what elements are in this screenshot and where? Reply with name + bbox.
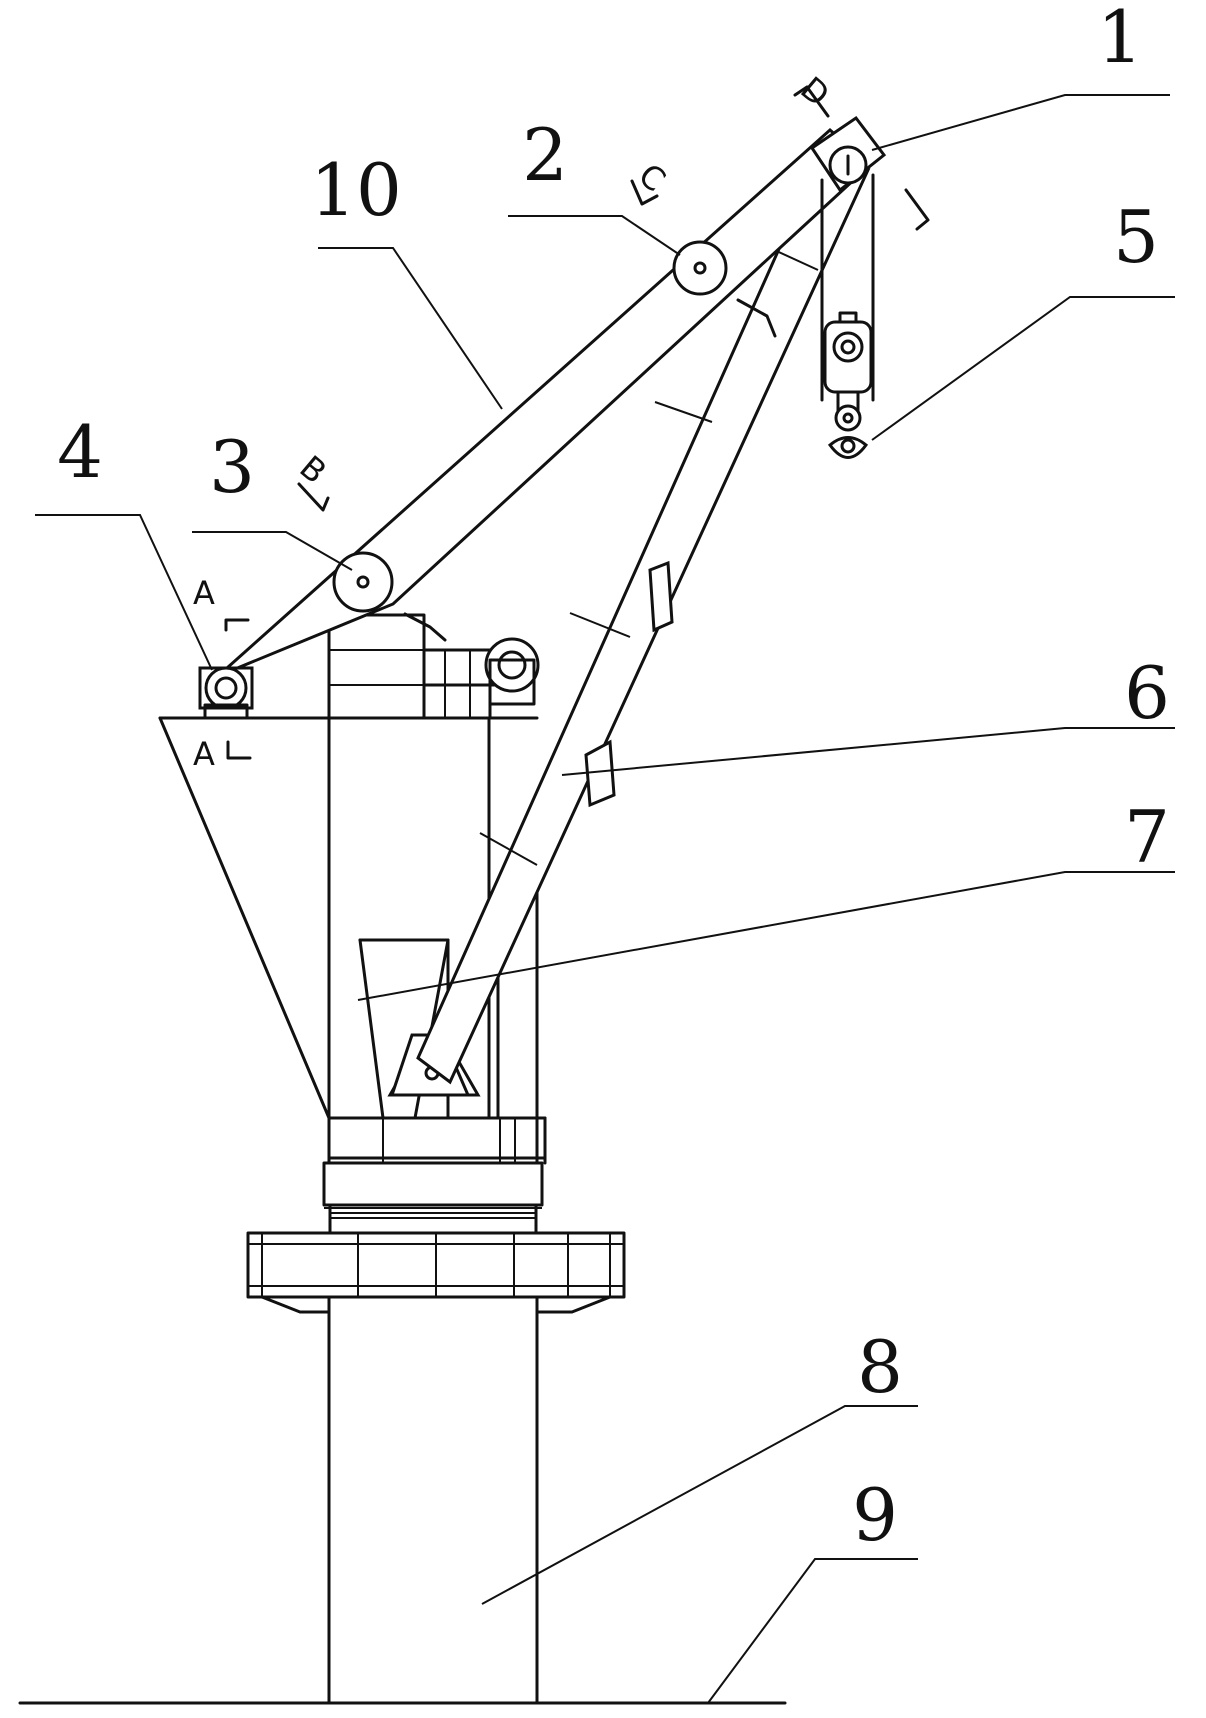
section-mark-a-bottom: A <box>193 735 215 773</box>
tower-column <box>329 1340 537 1703</box>
slewing-flange <box>248 1233 624 1340</box>
label-10: 10 <box>310 148 402 232</box>
leader-9 <box>708 1559 918 1703</box>
label-8: 8 <box>857 1325 903 1409</box>
leader-6 <box>562 728 1175 775</box>
leader-3 <box>192 532 352 570</box>
leader-5 <box>872 297 1175 440</box>
leader-1 <box>872 95 1170 150</box>
label-6: 6 <box>1124 651 1170 735</box>
label-9: 9 <box>852 1473 898 1557</box>
label-3: 3 <box>209 425 255 509</box>
label-5: 5 <box>1113 195 1159 279</box>
section-mark-a-top: A <box>193 574 215 612</box>
section-mark-d: D <box>793 69 836 114</box>
leader-10 <box>318 248 502 409</box>
leader-4 <box>35 515 212 670</box>
label-2: 2 <box>522 113 568 197</box>
hook-block <box>825 313 871 458</box>
leader-2 <box>508 216 680 255</box>
label-1: 1 <box>1097 0 1143 79</box>
winch-drum <box>486 639 538 718</box>
winch-4 <box>200 668 252 718</box>
slewing-ring <box>324 1163 542 1233</box>
label-7: 7 <box>1124 795 1170 879</box>
label-4: 4 <box>57 410 103 494</box>
